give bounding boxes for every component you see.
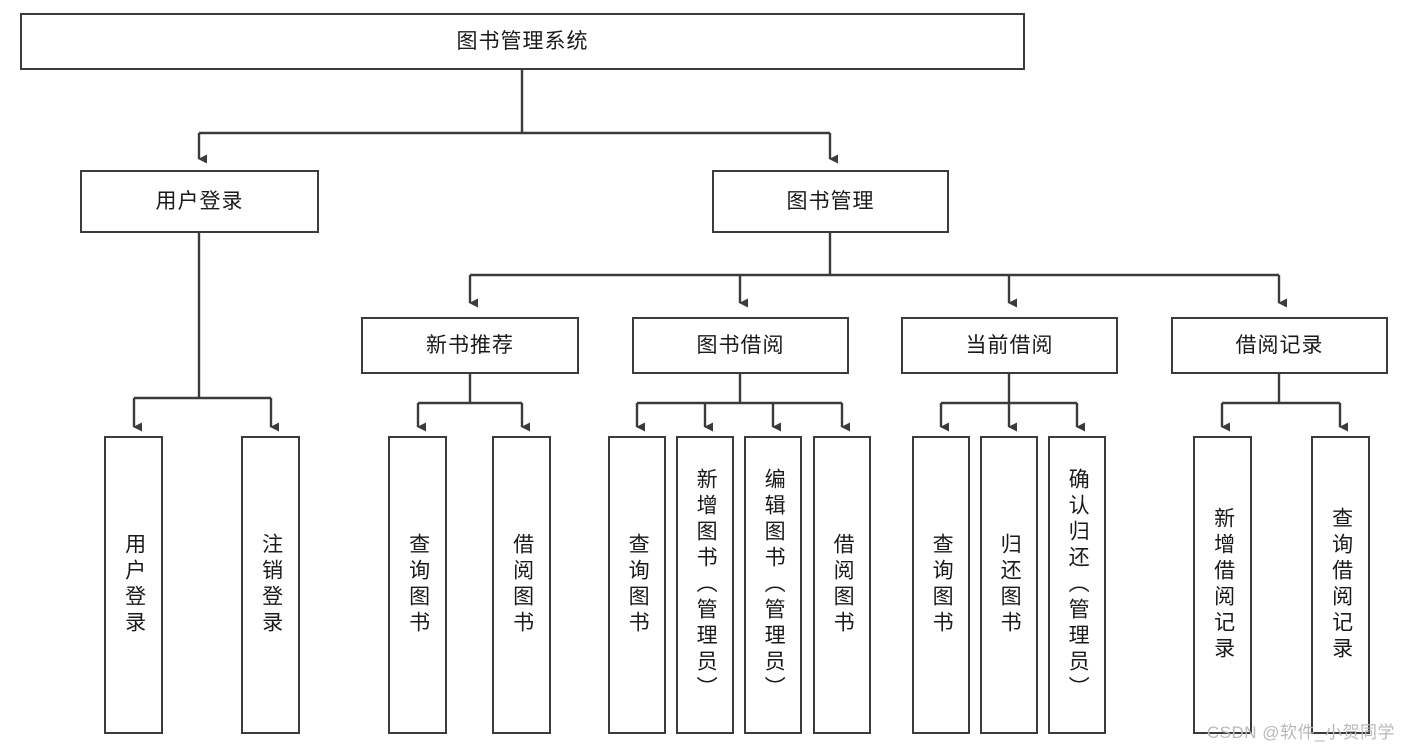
leaf-confirm-return-admin[interactable]: 确认归还（管理员）	[1048, 436, 1106, 734]
leaf-query-borrow-record[interactable]: 查询借阅记录	[1311, 436, 1370, 734]
node-label: 查询借阅记录	[1329, 507, 1353, 663]
node-label: 当前借阅	[965, 333, 1054, 357]
node-label: 借阅图书	[831, 533, 855, 637]
node-label: 编辑图书（管理员）	[762, 468, 786, 702]
node-label: 新书推荐	[426, 333, 514, 357]
node-label: 图书管理系统	[456, 29, 589, 53]
node-borrow-record[interactable]: 借阅记录	[1171, 317, 1388, 374]
node-label: 用户登录	[122, 533, 146, 637]
node-current-borrow[interactable]: 当前借阅	[901, 317, 1118, 374]
node-label: 借阅图书	[510, 533, 534, 637]
node-root-book-management-system[interactable]: 图书管理系统	[20, 13, 1025, 70]
leaf-return-book[interactable]: 归还图书	[980, 436, 1038, 734]
leaf-edit-book-admin[interactable]: 编辑图书（管理员）	[744, 436, 802, 734]
leaf-borrow-book[interactable]: 借阅图书	[813, 436, 871, 734]
node-book-management[interactable]: 图书管理	[712, 170, 949, 233]
watermark: CSDN @软件_小贺同学	[1206, 723, 1395, 742]
node-new-book-recommend[interactable]: 新书推荐	[361, 317, 579, 374]
leaf-add-borrow-record[interactable]: 新增借阅记录	[1193, 436, 1252, 734]
leaf-add-book-admin[interactable]: 新增图书（管理员）	[676, 436, 734, 734]
node-label: 查询图书	[626, 533, 650, 637]
node-label: 归还图书	[998, 533, 1022, 637]
leaf-borrow-book-recommend[interactable]: 借阅图书	[492, 436, 551, 734]
node-label: 查询图书	[406, 533, 430, 637]
node-label: 图书借阅	[696, 333, 785, 357]
node-label: 确认归还（管理员）	[1066, 468, 1090, 702]
node-label: 图书管理	[786, 189, 875, 213]
leaf-query-book-current[interactable]: 查询图书	[912, 436, 970, 734]
leaf-user-login[interactable]: 用户登录	[104, 436, 163, 734]
node-label: 查询图书	[930, 533, 954, 637]
node-label: 用户登录	[155, 189, 244, 213]
node-label: 新增借阅记录	[1211, 507, 1235, 663]
node-user-login[interactable]: 用户登录	[80, 170, 319, 233]
node-label: 借阅记录	[1235, 333, 1324, 357]
node-label: 新增图书（管理员）	[694, 468, 718, 702]
leaf-query-book-borrow[interactable]: 查询图书	[608, 436, 666, 734]
leaf-query-book-recommend[interactable]: 查询图书	[388, 436, 447, 734]
leaf-logout[interactable]: 注销登录	[241, 436, 300, 734]
node-book-borrow[interactable]: 图书借阅	[632, 317, 849, 374]
node-label: 注销登录	[259, 533, 283, 637]
